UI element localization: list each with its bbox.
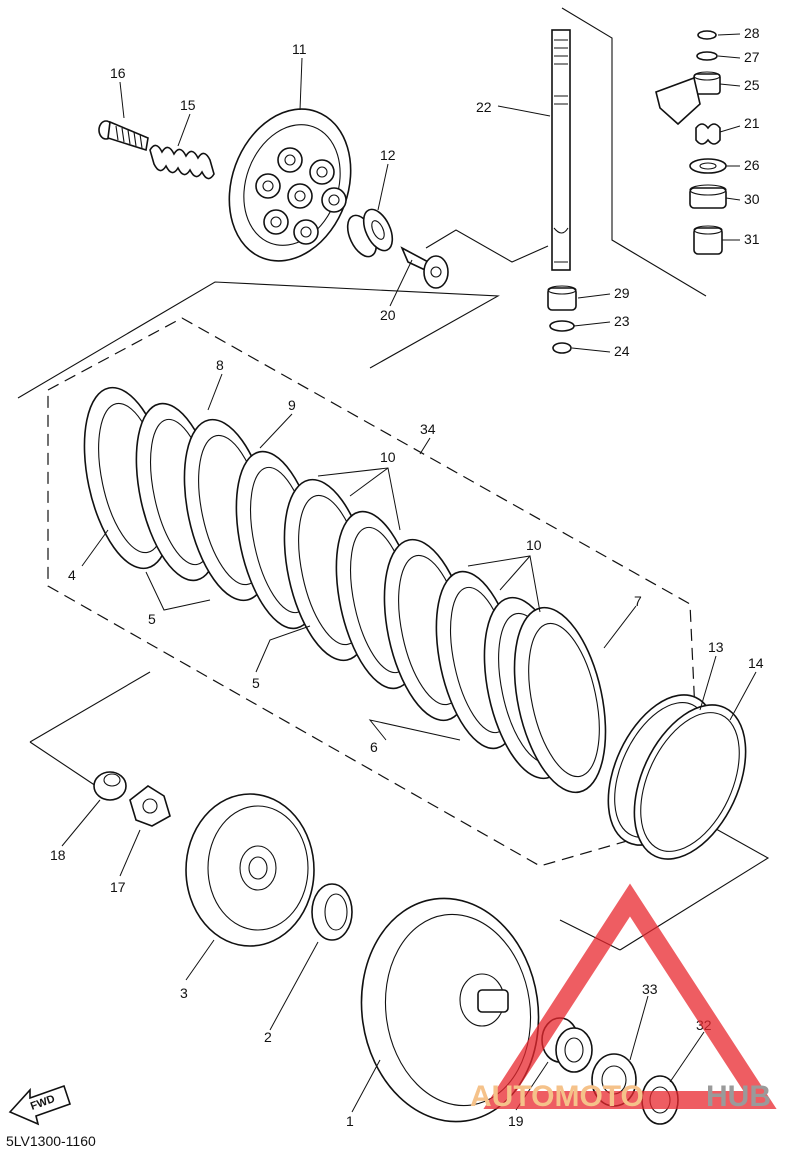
- label-8: 8: [216, 357, 224, 373]
- label-1: 1: [346, 1113, 354, 1129]
- push-lever-shaft-part: [551, 29, 571, 271]
- label-6: 6: [370, 739, 378, 755]
- label-10-lower: 10: [526, 537, 542, 553]
- label-21: 21: [744, 115, 760, 131]
- label-23: 23: [614, 313, 630, 329]
- label-12: 12: [380, 147, 396, 163]
- label-2: 2: [264, 1029, 272, 1045]
- bearing-part: [346, 208, 394, 258]
- label-28: 28: [744, 25, 760, 41]
- spring-part: [149, 144, 215, 180]
- label-14: 14: [748, 655, 764, 671]
- clutch-plate-stack: [83, 386, 607, 794]
- push-rod-part: [400, 246, 449, 289]
- nut-part: [93, 771, 127, 801]
- label-4: 4: [68, 567, 76, 583]
- label-22: 22: [476, 99, 492, 115]
- leader-lines: [61, 33, 757, 1113]
- label-11: 11: [292, 41, 307, 57]
- label-16: 16: [110, 65, 126, 81]
- label-26: 26: [744, 157, 760, 173]
- watermark-logo: [483, 883, 777, 1109]
- label-15: 15: [180, 97, 196, 113]
- watermark-text-primary: AUTOMOTO: [470, 1080, 644, 1113]
- label-18: 18: [50, 847, 66, 863]
- label-30: 30: [744, 191, 760, 207]
- lock-washer-part: [129, 785, 171, 827]
- label-10-upper: 10: [380, 449, 396, 465]
- label-33: 33: [642, 981, 658, 997]
- label-24: 24: [614, 343, 630, 359]
- clutch-boss-part: [360, 897, 540, 1123]
- label-19: 19: [508, 1113, 524, 1129]
- assembly-outline-upper: [17, 7, 707, 399]
- fwd-arrow-icon: FWD: [8, 1084, 72, 1126]
- label-5-upper: 5: [148, 611, 156, 627]
- washer-part: [549, 320, 575, 354]
- spacer-part: [311, 883, 353, 941]
- primary-driven-gear-part: [185, 793, 315, 947]
- label-27: 27: [744, 49, 760, 65]
- label-5-lower: 5: [252, 675, 260, 691]
- small-bearing-part: [547, 285, 577, 311]
- bolt-part: [98, 120, 149, 152]
- pressure-plate-part: [228, 108, 352, 262]
- label-3: 3: [180, 985, 188, 1001]
- watermark-text-secondary: HUB: [706, 1080, 771, 1113]
- label-7: 7: [634, 593, 642, 609]
- label-25: 25: [744, 77, 760, 93]
- lever-group-part: [655, 30, 727, 255]
- label-13: 13: [708, 639, 724, 655]
- ring-part: [607, 694, 747, 860]
- part-number-labels: 16 15 11 12 20 22 28 27 25 21 26 30 31 2…: [50, 25, 764, 1129]
- label-31: 31: [744, 231, 760, 247]
- label-20: 20: [380, 307, 396, 323]
- label-17: 17: [110, 879, 126, 895]
- label-34: 34: [420, 421, 436, 437]
- diagram-code: 5LV1300-1160: [6, 1133, 96, 1149]
- label-29: 29: [614, 285, 630, 301]
- assembly-outline-lower: [29, 671, 770, 951]
- label-9: 9: [288, 397, 296, 413]
